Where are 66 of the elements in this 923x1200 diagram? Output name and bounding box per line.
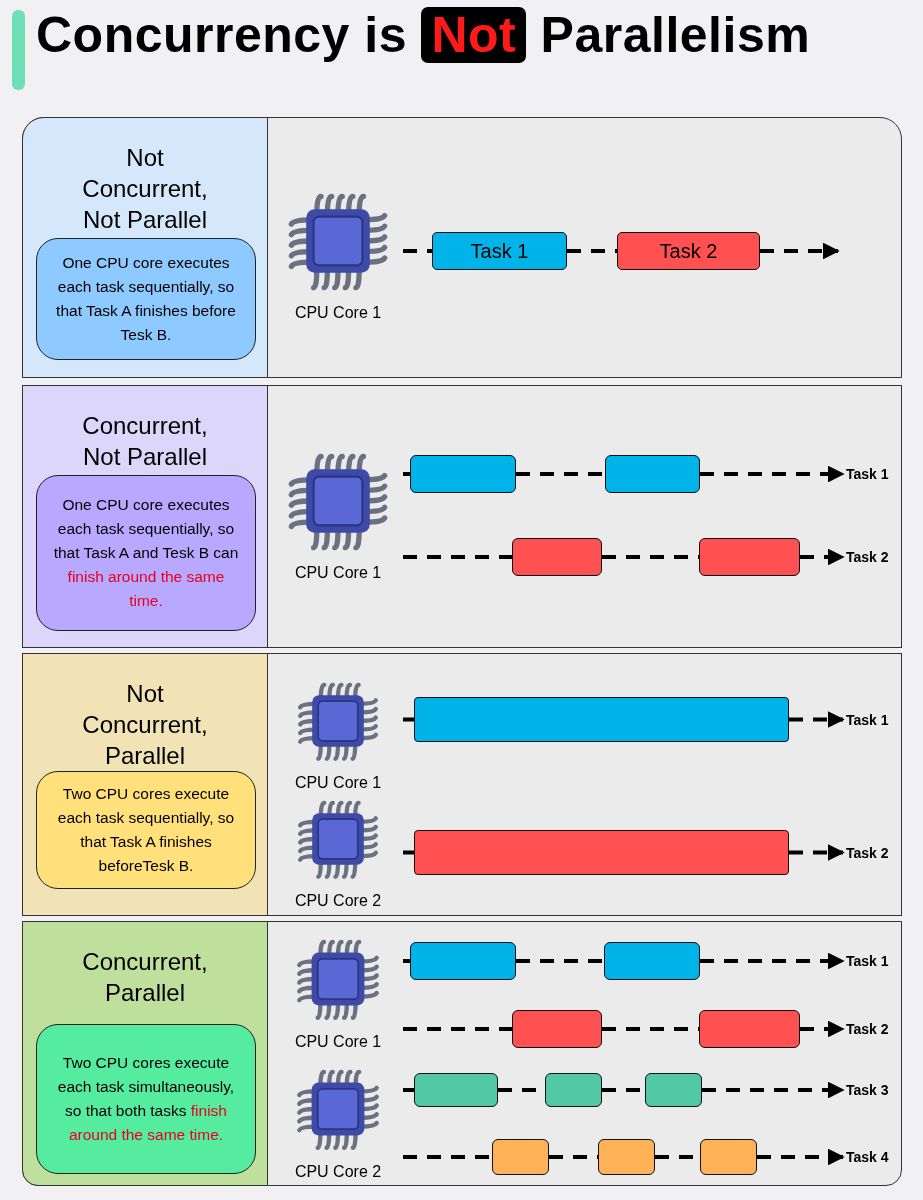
core-caption: CPU Core 1 [294, 774, 382, 792]
category-panel [22, 921, 268, 1186]
task-block [512, 1010, 602, 1048]
core-caption: CPU Core 2 [294, 1163, 382, 1181]
task-block [410, 942, 516, 980]
dashed-line [403, 1027, 512, 1031]
task-label: Task 4 [846, 1139, 906, 1175]
task-block [414, 697, 789, 742]
description-box: Two CPU cores execute each task sequentially, so that Task A finishes beforeTesk B. [36, 771, 256, 889]
task-label: Task 2 [846, 538, 906, 576]
title: Concurrency is Not Parallelism [36, 6, 811, 64]
description-box: Two CPU cores execute each task simultaneously, so that both tasks finish around the same time. [36, 1024, 256, 1174]
task-block [410, 455, 516, 493]
core-caption: CPU Core 1 [294, 304, 382, 322]
task-block [414, 830, 789, 875]
dashed-arrow [789, 711, 845, 728]
dashed-arrow [702, 1081, 845, 1099]
task-block [699, 538, 800, 576]
dashed-line [567, 249, 617, 253]
task-block: Task 1 [432, 232, 567, 270]
category-panel [22, 117, 268, 378]
task-block [512, 538, 602, 576]
dashed-arrow [700, 465, 845, 483]
task-block [645, 1073, 702, 1107]
panel-heading: Concurrent, Parallel [81, 947, 209, 1008]
task-label: Task 3 [846, 1073, 906, 1107]
panel-heading: Not Concurrent, Parallel [81, 679, 209, 771]
task-block [545, 1073, 602, 1107]
dashed-line [403, 959, 410, 963]
panel-heading: Not Concurrent, Not Parallel [81, 143, 209, 235]
task-label: Task 1 [846, 455, 906, 493]
task-block: Task 2 [617, 232, 760, 270]
task-block [699, 1010, 800, 1048]
panel-heading: Concurrent, Not Parallel [81, 411, 209, 472]
task-label: Task 2 [846, 1010, 906, 1048]
task-block [700, 1139, 757, 1175]
category-panel [22, 653, 268, 916]
task-block [605, 455, 700, 493]
dashed-arrow [760, 242, 840, 260]
category-panel [22, 385, 268, 648]
dashed-line [516, 472, 605, 476]
dashed-arrow [700, 952, 845, 970]
task-block [598, 1139, 655, 1175]
description-box: One CPU core executes each task sequentially, so that Task A and Tesk B can finish around the same time. [36, 475, 256, 631]
task-block [492, 1139, 549, 1175]
dashed-line [403, 1088, 414, 1092]
dashed-line [403, 472, 410, 476]
core-caption: CPU Core 1 [294, 1033, 382, 1051]
dashed-arrow [800, 548, 845, 566]
dashed-line [403, 1155, 492, 1159]
task-label: Task 1 [846, 697, 906, 742]
dashed-arrow [800, 1020, 845, 1038]
task-block [414, 1073, 498, 1107]
dashed-arrow [757, 1148, 845, 1166]
task-label: Task 2 [846, 830, 906, 875]
core-caption: CPU Core 1 [294, 564, 382, 582]
task-block [604, 942, 700, 980]
dashed-line [403, 249, 432, 253]
dashed-line [403, 555, 512, 559]
dashed-line [403, 850, 414, 855]
dashed-arrow [789, 844, 845, 861]
description-box: One CPU core executes each task sequentially, so that Task A finishes before Tesk B. [36, 238, 256, 360]
dashed-line [403, 717, 414, 722]
dashed-line [516, 959, 604, 963]
task-label: Task 1 [846, 942, 906, 980]
core-caption: CPU Core 2 [294, 892, 382, 910]
